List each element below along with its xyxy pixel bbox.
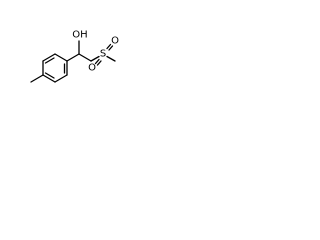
sulfur-methyl-bond [106,55,116,62]
ring-double-bond [44,72,55,79]
ring-bond [42,53,56,62]
ring-double-bond [44,57,55,64]
ring-bond [54,53,68,62]
ring-bond [54,74,68,83]
oxygen-top-label: O [111,36,119,47]
sulfonyl-double-bond-top [108,45,114,51]
ring-bond [42,74,56,83]
sulfonyl-double-bond-bottom [94,58,100,65]
oxygen-bottom-label: O [88,63,96,74]
sulfonyl-double-bond-top [106,43,112,50]
hydroxyl-label: OH [72,30,87,41]
carbinol-ch2-bond [78,53,92,62]
sulfur-label: S [100,49,106,60]
methyl-bond [30,74,44,83]
sulfonyl-double-bond-bottom [96,60,102,66]
benzene-ring [42,53,68,83]
ring-carbinol-bond [66,53,80,62]
molecule-structure: OH S O O [30,30,119,83]
ch2-sulfur-bond [90,55,100,62]
